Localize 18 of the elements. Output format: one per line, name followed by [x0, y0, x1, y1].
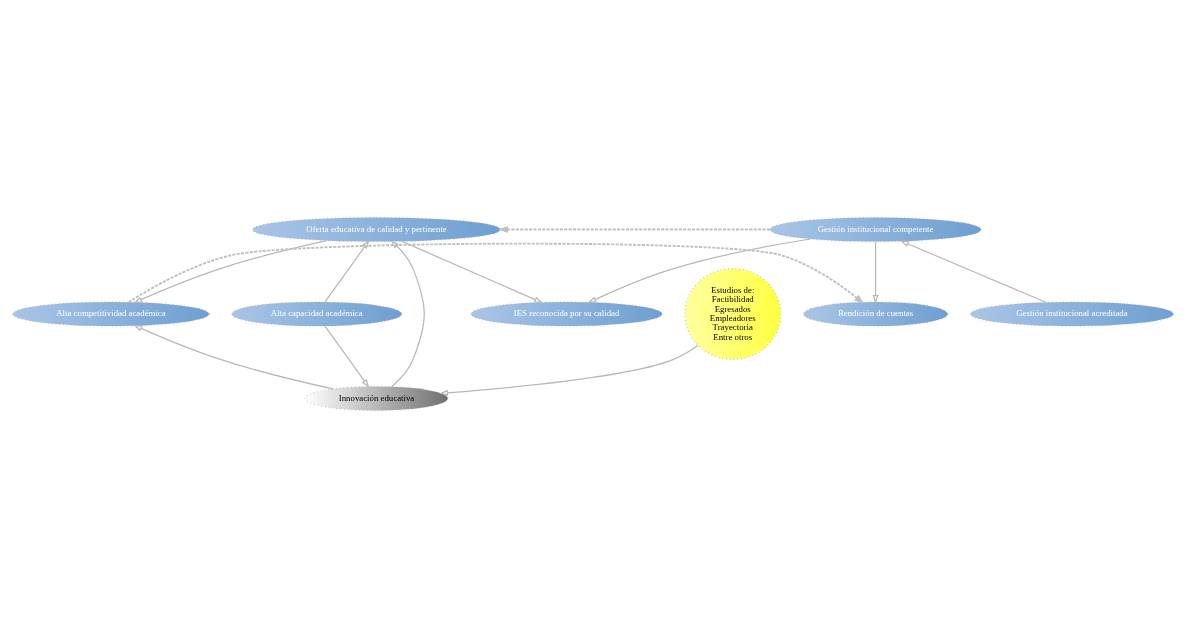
node-ellipse: Rendición de cuentas	[802, 301, 949, 327]
arrow	[587, 238, 812, 304]
arrow	[133, 324, 334, 390]
arrow	[899, 240, 1047, 303]
node-ellipse: Alta capacidad académica	[231, 301, 403, 327]
arrow	[324, 325, 370, 388]
node-ellipse: Gestión institucional acreditada	[969, 301, 1175, 327]
node-circle: Estudios de: Factibilidad Egresados Empleadores Trayectoria Entre otros	[684, 267, 782, 361]
arrow	[401, 240, 544, 304]
arrow	[497, 226, 771, 234]
node-ellipse: Alta competitividad académica	[12, 301, 210, 327]
arrow	[133, 239, 328, 304]
node-ellipse: IES reconocida por su calidad	[470, 301, 663, 327]
arrow	[439, 344, 699, 396]
arrow	[390, 240, 425, 388]
node-ellipse: Gestión institucional competente	[769, 216, 982, 243]
arrow	[872, 240, 879, 304]
node-ellipse: Oferta educativa de calidad y pertinente	[251, 216, 502, 243]
